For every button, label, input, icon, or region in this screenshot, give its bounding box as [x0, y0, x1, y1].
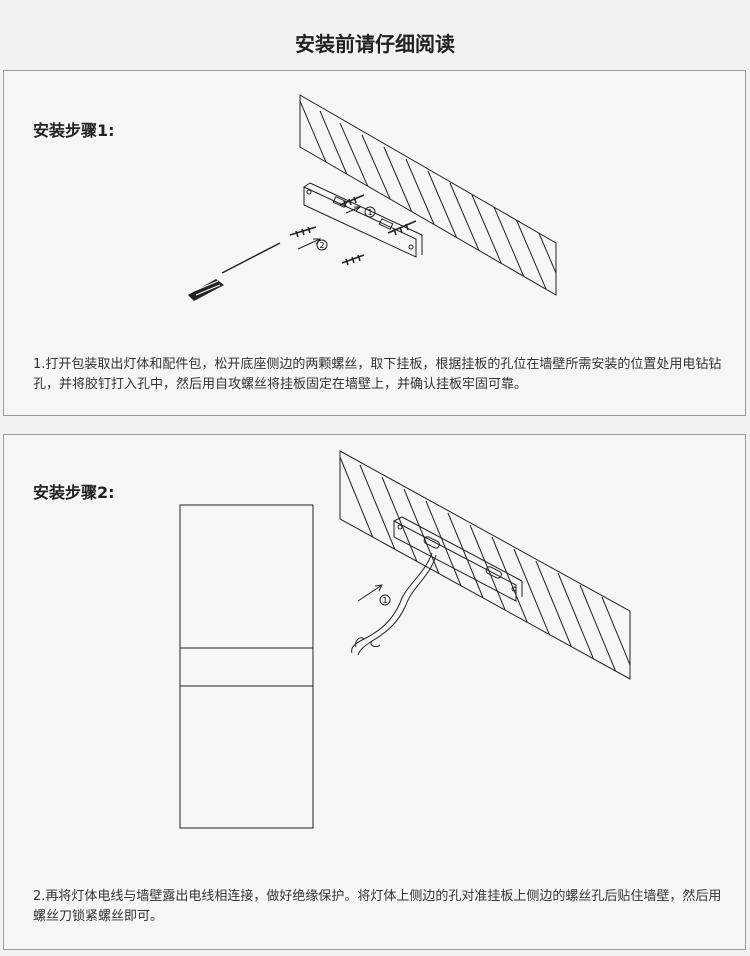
step-marker-2: 2 [316, 239, 328, 251]
direction-arrow-icon [357, 584, 383, 602]
step-marker-1: 1 [364, 206, 376, 218]
svg-text:2: 2 [319, 241, 324, 250]
mounting-plate [393, 516, 523, 602]
direction-arrow-icon [297, 206, 362, 250]
electric-wire-icon [351, 552, 437, 656]
screw-icon [289, 194, 417, 266]
step-2-panel: 安装步骤2: [3, 434, 746, 950]
step-marker-1: 1 [379, 594, 391, 606]
step-1-description: 1.打开包装取出灯体和配件包，松开底座侧边的两颗螺丝，取下挂板，根据挂板的孔位在… [33, 357, 722, 392]
lamp-body-front [179, 504, 314, 829]
svg-text:1: 1 [382, 596, 387, 605]
page-title: 安装前请仔细阅读 [295, 32, 455, 56]
screwdriver-icon [188, 242, 281, 301]
wall-hatched-panel [339, 450, 631, 680]
step-2-illustration: 1 [179, 450, 631, 829]
step-1-illustration: 1 2 [188, 94, 557, 301]
step-1-title: 安装步骤1: [33, 121, 115, 140]
step-2-title: 安装步骤2: [33, 483, 115, 502]
svg-text:1: 1 [367, 208, 372, 217]
step-1-panel: 安装步骤1: [3, 70, 746, 416]
step-2-description: 2.再将灯体电线与墙壁露出电线相连接，做好绝缘保护。将灯体上侧边的孔对准挂板上侧… [33, 889, 722, 924]
